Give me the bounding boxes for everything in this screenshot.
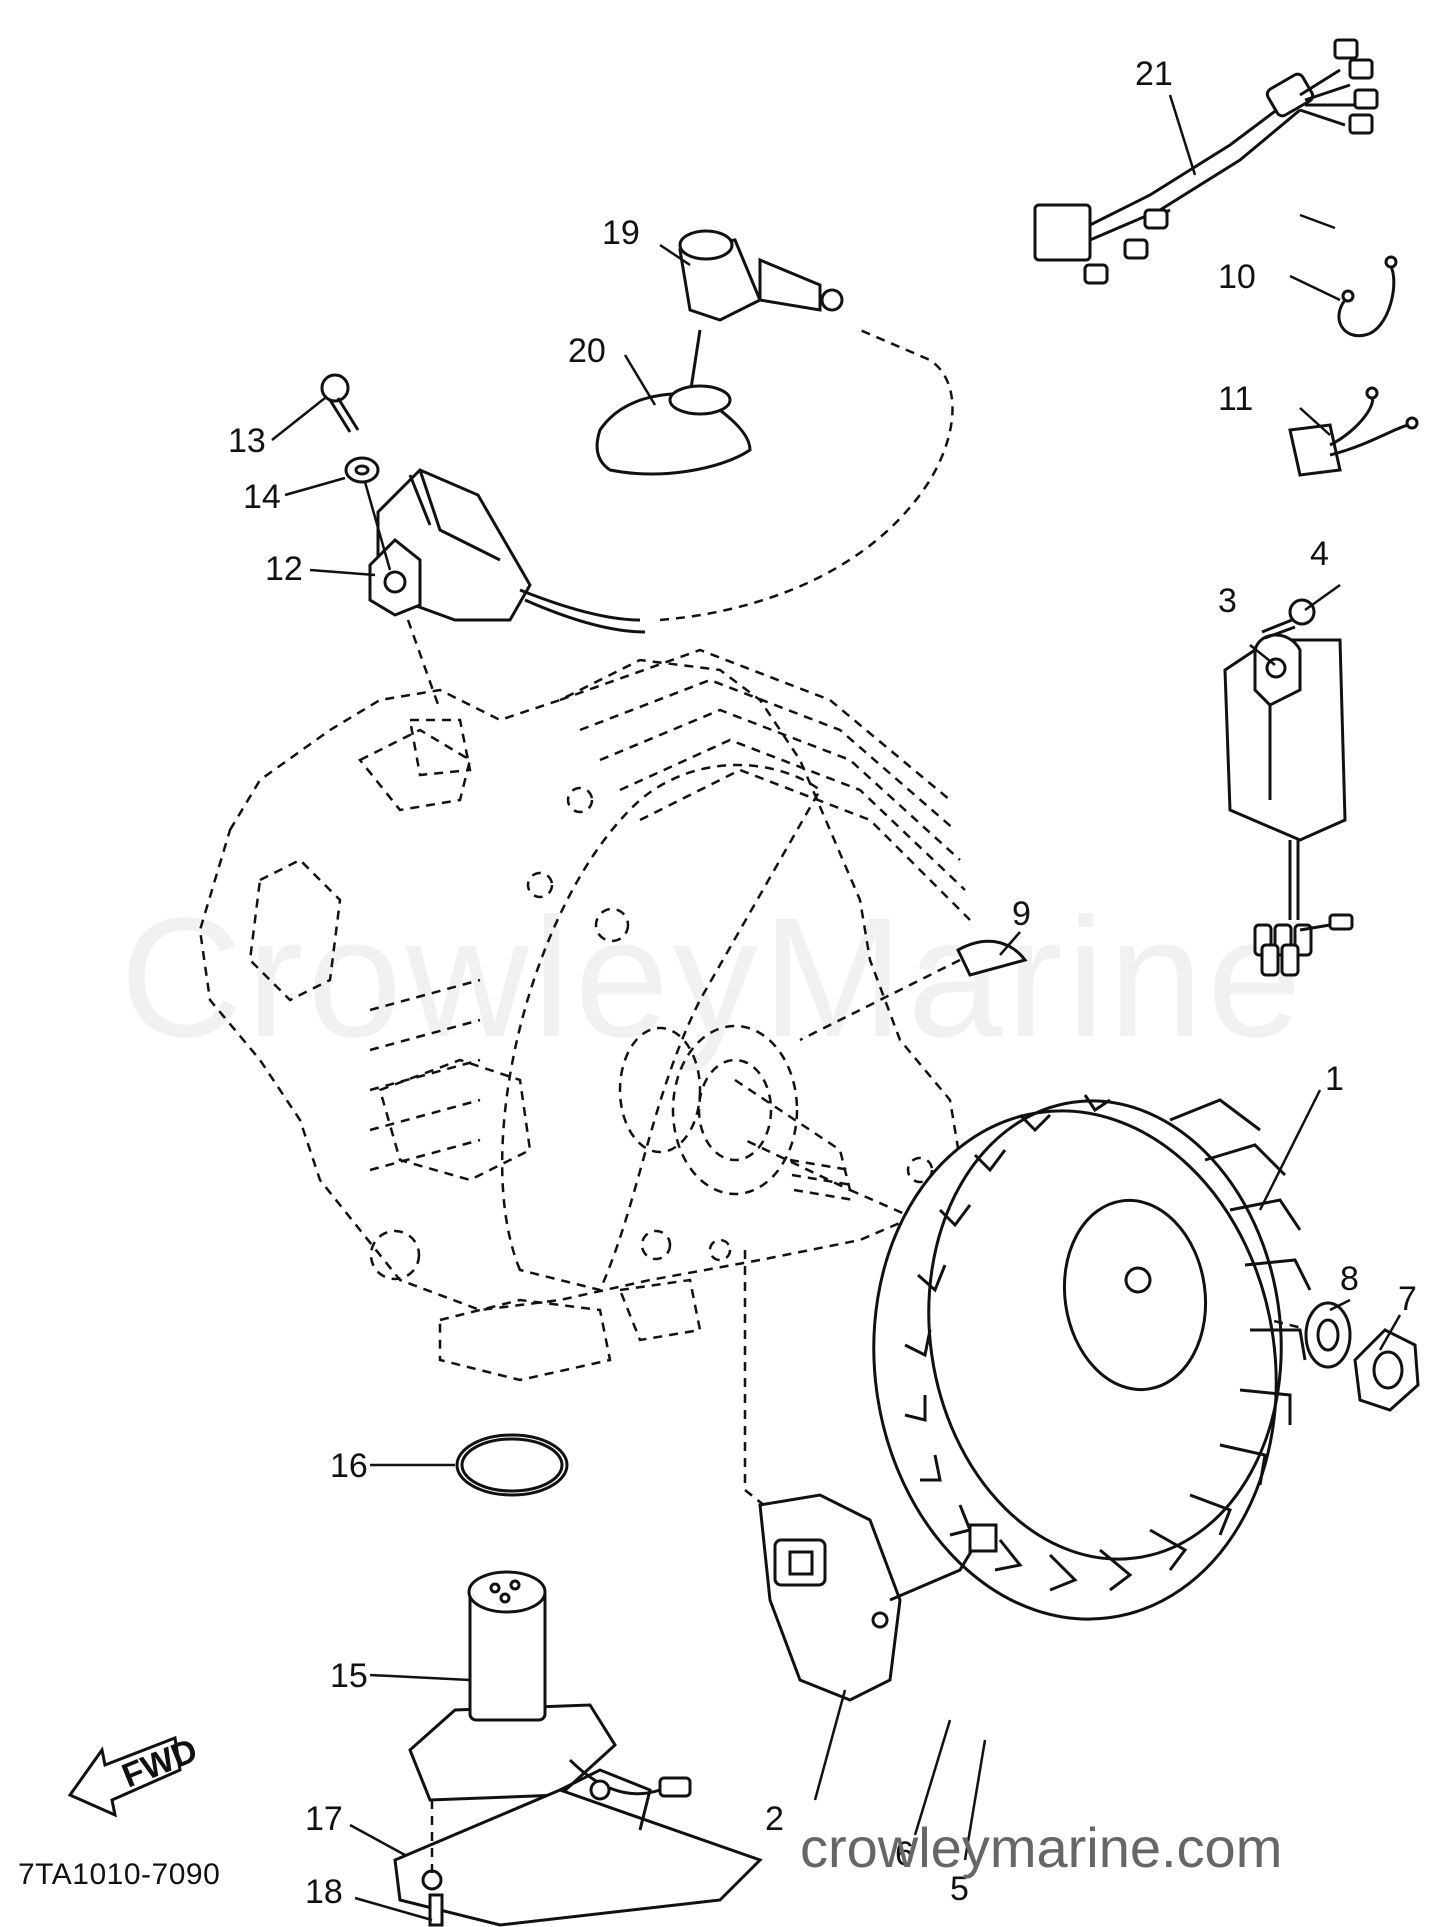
callout-7: 7 (1398, 1280, 1417, 1318)
callout-16: 16 (330, 1447, 368, 1485)
cdi-mounting-screw (1261, 598, 1316, 640)
cylinder-fins (369, 648, 971, 1172)
belt-outline (500, 763, 822, 1292)
leader-lines (271, 94, 1402, 1922)
callout-18: 18 (305, 1873, 343, 1911)
crankshaft (618, 1024, 855, 1202)
diagram-code: 7TA1010-7090 (18, 1858, 221, 1891)
callout-5: 5 (950, 1870, 969, 1908)
coil-washer (344, 456, 380, 484)
callout-10: 10 (1218, 258, 1256, 296)
callout-8: 8 (1340, 1260, 1359, 1298)
spark-plug-cap (678, 229, 844, 396)
forward-direction-arrow: FWD (67, 1731, 203, 1818)
flywheel-nut (1353, 1328, 1420, 1412)
assembly-guide-coil (406, 619, 442, 711)
coil-screw-guide (363, 481, 392, 571)
oil-warning-sensor (408, 1570, 692, 1802)
cover-bolt (428, 1893, 444, 1927)
fwd-label: FWD (117, 1731, 203, 1795)
high-tension-lead (659, 328, 954, 622)
callout-14: 14 (243, 478, 281, 516)
crankcase-outline (198, 658, 962, 1382)
flywheel (872, 1094, 1312, 1621)
callout-19: 19 (602, 214, 640, 252)
callout-12: 12 (265, 550, 303, 588)
callout-21: 21 (1135, 55, 1173, 93)
callout-11: 11 (1218, 380, 1253, 418)
callout-15: 15 (330, 1657, 368, 1695)
cover-plate (393, 1768, 763, 1927)
site-watermark: crowleymarine.com (800, 1816, 1283, 1879)
callout-6: 6 (895, 1835, 914, 1873)
woodruff-key (956, 939, 1028, 977)
wire-clamp-band (1337, 255, 1398, 338)
wire-clamp-holder (1288, 386, 1419, 477)
coil-screw (320, 373, 360, 433)
wire-harness (1033, 38, 1379, 285)
callout-3: 3 (1218, 582, 1237, 620)
pulser-coil (758, 1493, 998, 1702)
ignition-coil (368, 468, 646, 634)
flywheel-washer (1304, 1301, 1352, 1369)
callout-13: 13 (228, 422, 266, 460)
callout-1: 1 (1325, 1060, 1344, 1098)
callout-17: 17 (305, 1800, 343, 1838)
callout-numbers: 1 2 3 4 5 6 7 8 9 10 11 12 13 14 15 16 1… (228, 55, 1417, 1911)
cdi-unit (1223, 633, 1354, 977)
o-ring (455, 1433, 569, 1497)
plug-cap-boot (595, 384, 752, 476)
callout-9: 9 (1012, 895, 1031, 933)
assembly-guide-pulser (743, 1250, 771, 1511)
watermark-text: CrowleyMarine (120, 883, 1306, 1073)
callout-20: 20 (568, 332, 606, 370)
assembly-guide-key (799, 958, 961, 1042)
callout-2: 2 (765, 1800, 784, 1838)
callout-4: 4 (1310, 535, 1329, 573)
